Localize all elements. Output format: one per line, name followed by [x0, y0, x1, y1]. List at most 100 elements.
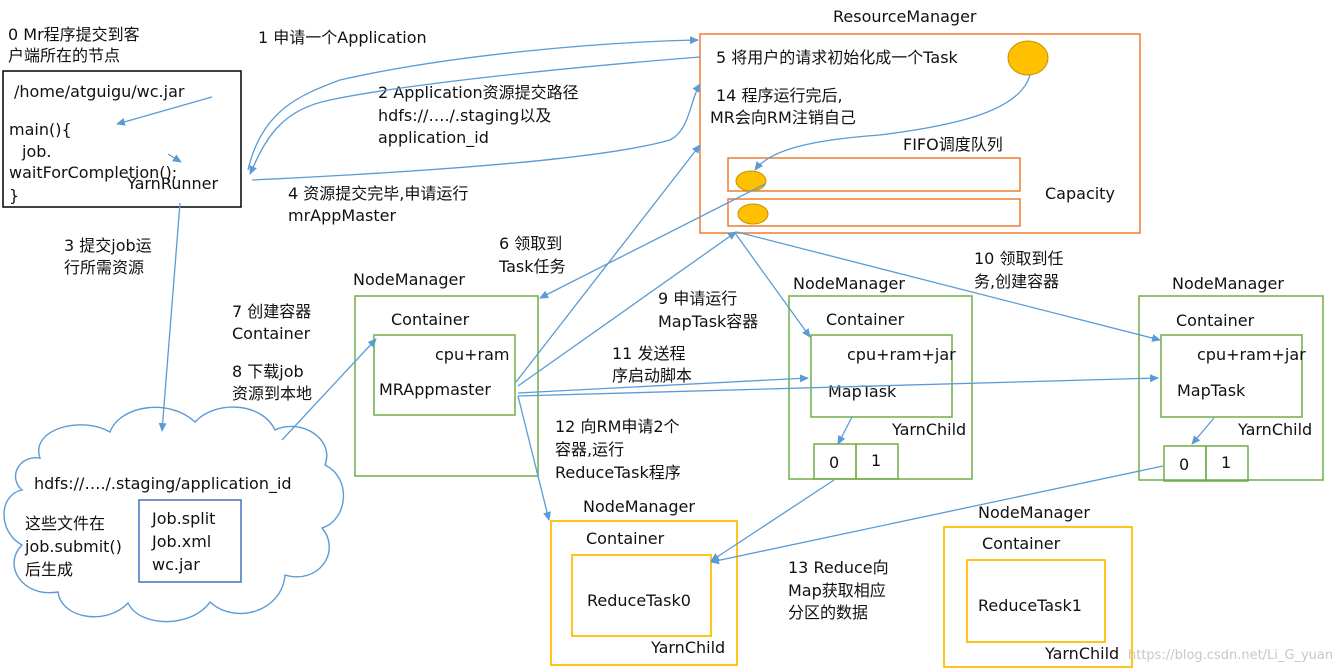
nm-map1-yarnchild: YarnChild: [891, 420, 966, 439]
step-6-line2: Task任务: [498, 257, 566, 276]
nm-reduce1-box: [943, 526, 1133, 668]
nm-master-resources: cpu+ram: [435, 345, 509, 364]
nm-map2-box: [1138, 295, 1324, 481]
arrow-step-8: [281, 338, 377, 441]
step-13-line2: Map获取相应: [788, 581, 886, 600]
nm-reduce0-box: [550, 520, 738, 666]
nm-master-title: NodeManager: [353, 270, 465, 289]
step-7-line1: 7 创建容器: [232, 302, 311, 321]
arrow-task-to-queue: [754, 74, 1031, 171]
step-13-line3: 分区的数据: [788, 603, 868, 622]
nm-map1-title: NodeManager: [793, 274, 905, 293]
node-manager-app-master: NodeManager Container cpu+ram MRAppmaste…: [353, 270, 539, 477]
file-job-split: Job.split: [151, 509, 215, 528]
nm-map1-resources: cpu+ram+jar: [847, 345, 956, 364]
hdfs-cloud-shape: [3, 406, 345, 623]
hdfs-staging-path: hdfs://…./.staging/application_id: [34, 474, 292, 494]
nm-map2-container-label: Container: [1176, 311, 1255, 330]
step-9-line1: 9 申请运行: [658, 289, 737, 308]
client-code-box: [2, 70, 242, 208]
nm-reduce1-container-label: Container: [982, 534, 1061, 553]
hdfs-note-line3: 后生成: [25, 560, 73, 579]
nm-map1-partition-1: [855, 443, 899, 480]
arrow-step-12-to-rm: [515, 144, 701, 383]
nm-reduce1-yarnchild: YarnChild: [1044, 644, 1119, 663]
queued-task-dot-2: [737, 203, 769, 225]
hdfs-note-line2: job.submit(): [24, 537, 122, 556]
nm-master-container-label: Container: [391, 310, 470, 329]
step-2-line2: hdfs://…./.staging以及: [378, 106, 551, 125]
client-yarnrunner: YarnRunner: [126, 174, 218, 193]
hdfs-storage-cloud: hdfs://…./.staging/application_id 这些文件在 …: [3, 406, 345, 623]
arrow-step-1: [247, 36, 699, 171]
capacity-label: Capacity: [1045, 184, 1115, 203]
nm-map2-task: MapTask: [1177, 381, 1246, 400]
client-code-close: }: [9, 186, 19, 205]
file-wc-jar: wc.jar: [152, 555, 200, 574]
reduce-task-1-label: ReduceTask1: [978, 596, 1082, 615]
arrow-step-10-to-map1: [734, 232, 811, 338]
file-job-xml: Job.xml: [151, 532, 211, 551]
client-code-path: /home/atguigu/wc.jar: [14, 82, 185, 101]
arrow-step-11-to-map2: [517, 374, 1159, 397]
fifo-queue-label: FIFO调度队列: [903, 135, 1003, 154]
step-2-line3: application_id: [378, 128, 489, 148]
reduce-task-0-label: ReduceTask0: [587, 591, 691, 610]
node-manager-reduce-1: NodeManager Container ReduceTask1 YarnCh…: [943, 503, 1133, 668]
client-node: 0 Mr程序提交到客 户端所在的节点 /home/atguigu/wc.jar …: [2, 25, 242, 208]
nm-map2-title: NodeManager: [1172, 274, 1284, 293]
step-12-line3: ReduceTask程序: [555, 463, 681, 482]
rm-init-task-text: 5 将用户的请求初始化成一个Task: [716, 48, 959, 67]
mr-appmaster-label: MRAppmaster: [379, 380, 491, 399]
nm-map1-container-box: [810, 334, 953, 418]
nm-master-box: [354, 295, 539, 477]
rm-unregister-line2: MR会向RM注销自己: [710, 108, 856, 127]
step-10-line2: 务,创建容器: [974, 272, 1059, 291]
nm-map2-container-box: [1160, 334, 1303, 418]
queued-task-dot-1: [735, 170, 767, 192]
step-3-line2: 行所需资源: [64, 258, 144, 277]
hdfs-job-files-box: [138, 499, 242, 583]
node-manager-map-2: NodeManager Container cpu+ram+jar MapTas…: [1138, 274, 1324, 482]
step-12-line1: 12 向RM申请2个: [555, 417, 680, 436]
watermark: https://blog.csdn.net/Li_G_yuan: [1128, 648, 1333, 663]
resource-manager: ResourceManager 5 将用户的请求初始化成一个Task 14 程序…: [699, 7, 1141, 234]
nm-map1-partition-0-label: 0: [829, 453, 839, 472]
arrow-step-4: [251, 83, 701, 181]
arrow-step-2: [249, 56, 701, 175]
nm-map2-partition-0-label: 0: [1179, 455, 1189, 474]
step-8-line2: 资源到本地: [232, 384, 312, 403]
step-2-line1: 2 Application资源提交路径: [378, 83, 579, 102]
node-manager-map-1: NodeManager Container cpu+ram+jar MapTas…: [788, 274, 973, 480]
hdfs-note-line1: 这些文件在: [25, 514, 105, 533]
arrow-map1-to-partitions: [837, 416, 853, 445]
flow-arrows: [116, 36, 1215, 565]
client-code-main: main(){: [9, 120, 72, 139]
step-11-line2: 序启动脚本: [612, 366, 692, 385]
nm-map2-partition-1-label: 1: [1221, 453, 1231, 472]
nm-reduce1-container-box: [966, 559, 1106, 643]
arrow-path-to-main: [116, 96, 213, 126]
step-12-line2: 容器,运行: [555, 440, 624, 459]
arrow-step-9: [517, 231, 737, 387]
nm-map1-container-label: Container: [826, 310, 905, 329]
step-1-label: 1 申请一个Application: [258, 28, 427, 47]
client-code-wait: waitForCompletion();: [9, 163, 177, 182]
step-9-line2: MapTask容器: [658, 312, 758, 331]
arrow-step-3: [158, 202, 181, 432]
nm-map2-yarnchild: YarnChild: [1237, 420, 1312, 439]
step-8-line1: 8 下载job: [232, 362, 304, 381]
arrow-step-10-to-map2: [736, 231, 1161, 342]
arrow-job-to-runner: [167, 153, 182, 163]
arrow-step-6: [539, 183, 766, 299]
nm-reduce0-yarnchild: YarnChild: [650, 638, 725, 657]
nm-map2-resources: cpu+ram+jar: [1197, 345, 1306, 364]
resource-manager-title: ResourceManager: [833, 7, 977, 26]
arrow-step-13-from-map2: [710, 465, 1164, 565]
step-labels: 1 申请一个Application 2 Application资源提交路径 hd…: [64, 28, 1063, 622]
nm-reduce1-title: NodeManager: [978, 503, 1090, 522]
step-6-line1: 6 领取到: [499, 234, 562, 253]
arrow-map2-to-partitions: [1191, 417, 1215, 445]
client-code-job: job.: [21, 142, 51, 161]
